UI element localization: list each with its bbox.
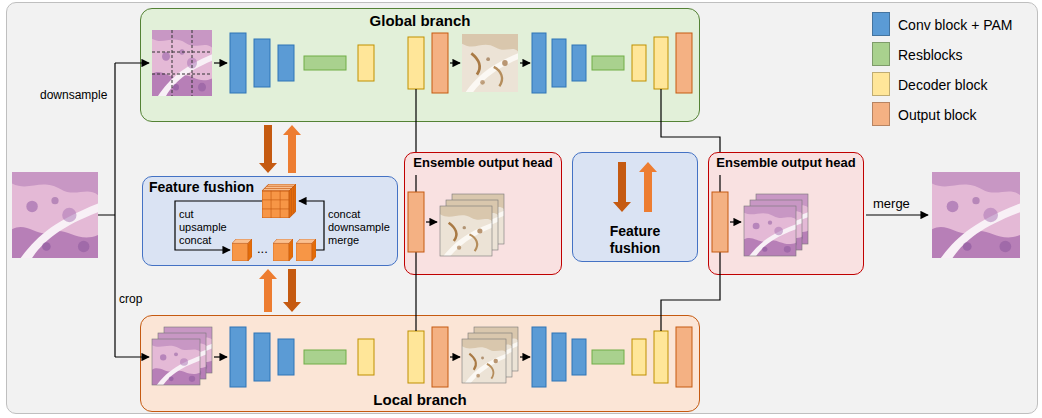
legend-swatch <box>872 12 890 36</box>
node-title: Feature fushion <box>595 223 675 257</box>
label-holder: crop <box>119 289 142 307</box>
annotation-label: cut <box>179 208 194 221</box>
node-title: Feature fushion <box>149 179 254 196</box>
node-title: Global branch <box>370 12 471 30</box>
legend-text: Conv block + PAM <box>898 17 1013 34</box>
label-holder: ... <box>257 239 268 257</box>
label-holder: concat <box>328 204 360 222</box>
annotation-label: concat <box>179 234 211 247</box>
legend-holder: Conv block + PAM <box>898 16 1013 34</box>
connector-path <box>661 275 720 315</box>
annotation-label: concat <box>328 208 360 221</box>
connector-path <box>415 275 416 315</box>
legend-swatch <box>872 72 890 96</box>
fusion-arrow-shape <box>259 269 277 312</box>
annotation-label: crop <box>119 292 142 306</box>
connector-path <box>661 122 720 152</box>
legend-holder: Decoder block <box>898 76 988 94</box>
connector-line <box>661 275 720 315</box>
fusion-arrow-shape <box>283 125 301 173</box>
connector-line <box>416 122 417 152</box>
label-holder: cut <box>179 204 194 222</box>
legend-text: Output block <box>898 107 977 124</box>
annotation-label: ... <box>257 241 268 256</box>
label-holder: downsample <box>40 85 107 103</box>
connector-line <box>416 275 417 315</box>
legend-holder: Resblocks <box>898 46 963 64</box>
connector-line <box>661 122 720 152</box>
fusion-panel: Feature fushion <box>572 152 698 262</box>
fusion-arrow-shape <box>283 269 301 312</box>
legend-holder: Output block <box>898 106 977 124</box>
annotation-label: merge <box>873 196 910 211</box>
fusion-arrow <box>259 125 301 173</box>
connector-path <box>415 122 416 152</box>
legend-swatch <box>872 102 890 126</box>
annotation-label: upsample <box>179 221 227 234</box>
node-title: Local branch <box>373 391 466 409</box>
annotation-label: downsample <box>328 221 390 234</box>
legend-text: Decoder block <box>898 77 988 94</box>
legend-swatch <box>872 42 890 66</box>
label-holder: merge <box>873 194 910 212</box>
annotation-label: merge <box>328 234 359 247</box>
node-title: Ensemble output head <box>413 155 552 171</box>
fusion-arrow <box>259 269 301 312</box>
legend-text: Resblocks <box>898 47 963 64</box>
node-title: Ensemble output head <box>716 155 855 171</box>
fusion-arrow-shape <box>259 125 277 173</box>
annotation-label: downsample <box>40 88 107 102</box>
